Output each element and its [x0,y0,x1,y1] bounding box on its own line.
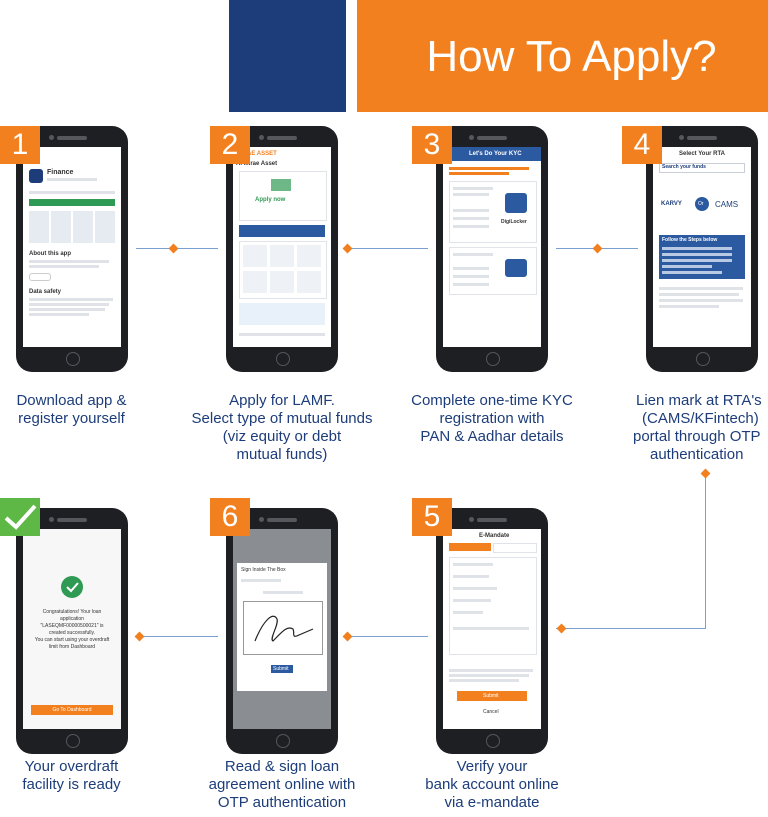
or-text: Or [698,201,704,207]
phone-step-3: Let's Do Your KYC DigiLocker [436,126,548,372]
phone-step-2: MIRAE ASSET Hi Mirae Asset Apply now [226,126,338,372]
screen-step-2: MIRAE ASSET Hi Mirae Asset Apply now [233,147,331,347]
step-caption-2: Apply for LAMF. Select type of mutual fu… [191,392,373,463]
sign-submit-text: Submit [273,666,289,672]
step-number-3: 3 [412,126,452,164]
screen-step-4: Select Your RTA Search your funds KARVY … [653,147,751,347]
emandate-submit-text: Submit [483,693,499,699]
rta-search-text: Search your funds [662,164,706,170]
step-number-2: 2 [210,126,250,164]
connector-4-5-horizontal [556,628,706,629]
connector-dot [592,243,603,254]
connector-2-3 [346,248,428,249]
checkmark-icon [4,504,37,530]
data-safety-text: Data safety [29,289,62,295]
banner-title: How To Apply? [426,32,717,81]
completed-check-badge [0,498,40,536]
step-number-5: 5 [412,498,452,536]
step-number-1: 1 [0,126,40,164]
phone-step-4: Select Your RTA Search your funds KARVY … [646,126,758,372]
connector-5-6 [346,636,428,637]
success-msg-line: Congratulations! Your loan [42,609,102,615]
connector-dot [134,631,145,642]
success-msg-line: application [60,616,84,622]
cams-logo: CAMS [715,200,739,209]
screen-step-1: 9:41 Finance About this app Data safety [23,147,121,347]
go-to-dashboard-text: Go To Dashboard [52,707,92,713]
karvy-logo: KARVY [661,201,682,207]
digilocker-text: DigiLocker [501,219,527,225]
screen-step-7: Congratulations! Your loan application "… [23,529,121,729]
sign-title-text: Sign Inside The Box [241,567,286,573]
step-caption-1: Download app & register yourself [16,392,127,427]
connector-6-7 [136,636,218,637]
emandate-cancel-text: Cancel [483,709,499,715]
step-caption-6: Read & sign loan agreement online with O… [208,758,356,811]
connector-4-5-vertical [705,474,706,628]
header-blue-block [229,0,346,112]
screen-step-5: E-Mandate Submit Cancel [443,529,541,729]
phone-step-7: Congratulations! Your loan application "… [16,508,128,754]
success-msg-line: You can start using your overdraft [34,637,110,643]
connector-dot [168,243,179,254]
screen-step-6: Sign Inside The Box Submit [233,529,331,729]
brand-text: MIRAE ASSET [236,151,277,157]
follow-steps-text: Follow the Steps below [662,237,718,243]
step-caption-4: Lien mark at RTA's (CAMS/KFintech) porta… [633,392,762,463]
connector-dot [342,631,353,642]
step-caption-5: Verify your bank account online via e-ma… [425,758,559,811]
kyc-title-text: Let's Do Your KYC [469,151,522,157]
connector-dot [700,468,711,479]
step-caption-3: Complete one-time KYC registration with … [411,392,573,445]
apply-now-text: Apply now [255,197,286,203]
greeting-text: Hi Mirae Asset [236,161,278,167]
phone-step-6: Sign Inside The Box Submit [226,508,338,754]
phone-step-1: 9:41 Finance About this app Data safety [16,126,128,372]
screen-step-3: Let's Do Your KYC DigiLocker [443,147,541,347]
about-app-text: About this app [29,251,71,257]
success-msg-line: created successfully. [48,630,96,636]
step-number-4: 4 [622,126,662,164]
header-banner: How To Apply? [357,0,768,112]
success-msg-line: limit from Dashboard [48,644,96,650]
connector-dot [556,623,567,634]
signature-icon [254,615,314,642]
app-name-text: Finance [47,169,74,176]
rta-title-text: Select Your RTA [679,151,726,157]
success-msg-line: "LASEQMF00000500021" is [40,623,104,629]
emandate-title-text: E-Mandate [479,533,510,539]
step-caption-7: Your overdraft facility is ready [22,758,121,793]
connector-dot [342,243,353,254]
step-number-6: 6 [210,498,250,536]
success-badge-icon [61,576,83,598]
phone-step-5: E-Mandate Submit Cancel [436,508,548,754]
